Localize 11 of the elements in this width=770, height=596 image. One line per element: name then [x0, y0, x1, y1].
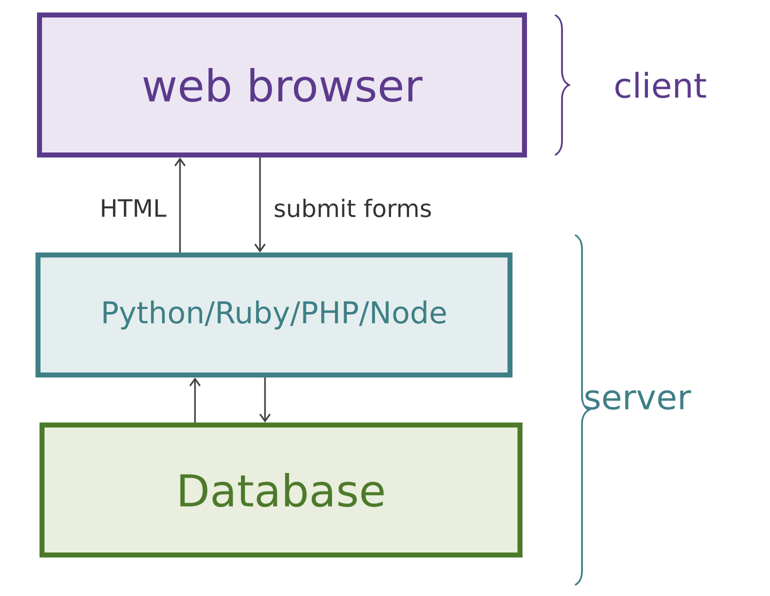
- edge-label: submit forms: [274, 198, 431, 218]
- group-label: server: [585, 390, 692, 410]
- edge-label: HTML: [102, 199, 166, 217]
- arrow: [254, 158, 266, 252]
- process-box: Python/Ruby/PHP/Node: [36, 252, 512, 378]
- arrow: [189, 378, 201, 422]
- process-box: Database: [40, 422, 522, 558]
- group-label: client: [615, 72, 706, 98]
- arrow: [174, 158, 186, 252]
- process-box: web browser: [37, 12, 527, 158]
- arrow: [259, 378, 271, 422]
